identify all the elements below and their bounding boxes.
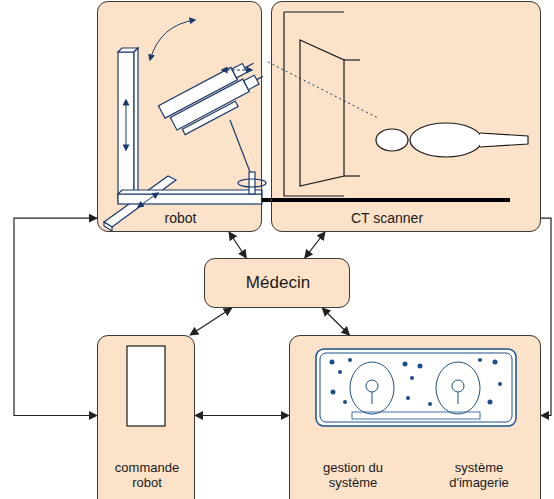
ct-scanner-drawing <box>262 12 528 200</box>
box-label: commande robot <box>100 461 194 491</box>
connector-arrow <box>305 232 325 258</box>
control-panel: commande robot <box>97 335 195 499</box>
connector-arrow <box>190 308 232 335</box>
box-label: système d'imagerie <box>424 461 534 491</box>
box-fill <box>271 1 541 232</box>
robot-panel: robot <box>97 1 262 232</box>
connector-arrow <box>14 218 97 415</box>
imaging-screen-drawing <box>316 349 516 426</box>
box-label: gestion du système <box>298 461 408 491</box>
box-fill <box>289 335 541 499</box>
motion-arrows <box>126 20 378 207</box>
box-fill <box>97 1 262 232</box>
connector-arrow <box>229 232 246 258</box>
imaging-panel: gestion du système système d'imagerie <box>289 335 541 499</box>
box-label: Médecin <box>205 273 351 293</box>
robot-console-drawing <box>127 346 165 426</box>
doctor-box: Médecin <box>204 258 350 308</box>
connector-arrow <box>195 415 289 416</box>
connector-arrow <box>541 218 551 415</box>
box-label: robot <box>118 210 243 226</box>
box-fill <box>204 258 350 308</box>
box-fill <box>97 335 195 499</box>
scanner-panel: CT scanner <box>271 1 541 232</box>
robot-drawing <box>104 48 270 231</box>
connector-arrow <box>322 308 349 335</box>
box-label: CT scanner <box>292 210 482 226</box>
